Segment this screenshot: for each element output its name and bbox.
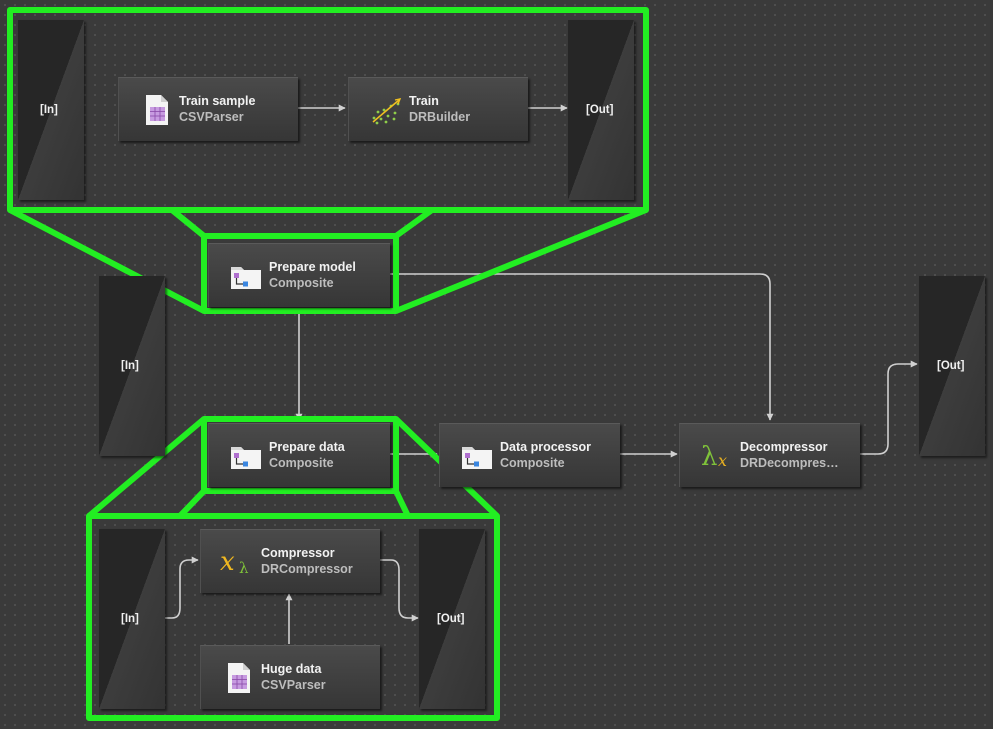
node-type: DRCompressor [261,562,353,576]
scatter-trend-icon [372,98,402,125]
folder-composite-icon [231,267,261,289]
svg-text:x: x [718,451,727,470]
prepare-model-highlight [201,233,399,314]
node-title: Prepare data [269,440,345,454]
bottom-out-port[interactable]: [Out] [419,529,485,709]
edge-in-to-compressor [162,556,199,619]
port-label: [Out] [437,613,465,625]
node-prepare-model[interactable]: Prepare model Composite [208,243,390,307]
top-zoom-connector-right-lower [394,207,648,314]
node-huge-data[interactable]: Huge data CSVParser [200,645,380,709]
lambda-x-icon: λ x [701,442,727,472]
port-label: [Out] [586,104,614,116]
main-in-port[interactable]: [In] [99,276,165,456]
node-train[interactable]: Train DRBuilder [348,77,528,141]
node-title: Decompressor [740,440,828,454]
svg-text:λ: λ [239,559,249,577]
svg-text:λ: λ [701,442,717,472]
prepare-data-highlight [201,416,399,494]
folder-composite-icon [462,447,492,469]
node-decompressor[interactable]: λ x Decompressor DRDecompressor [679,423,860,487]
bottom-zoom-connector-left-outer [87,416,206,519]
port-label: [Out] [937,360,965,372]
main-out-port[interactable]: [Out] [919,276,985,456]
bottom-zoom-connector-left [177,488,207,519]
node-title: Data processor [500,440,592,454]
top-zoom-connector-left [170,207,206,239]
edge-decompressor-to-out [860,360,918,455]
spreadsheet-icon [146,95,168,125]
node-type: Composite [500,456,565,470]
top-zoom-connector-right [394,207,434,239]
x-lambda-icon: x λ [220,547,249,577]
top-detail-frame [7,7,649,213]
edge-prepare-model-to-decompressor [390,273,774,421]
node-title: Huge data [261,662,322,676]
node-prepare-data[interactable]: Prepare data Composite [208,423,390,487]
spreadsheet-icon [228,663,250,693]
node-type: Composite [269,276,334,290]
bottom-zoom-connector-right [393,489,411,518]
node-type: Composite [269,456,334,470]
top-in-port[interactable]: [In] [18,20,84,200]
top-zoom-connector-left-lower [8,207,206,314]
node-title: Train sample [179,94,256,108]
node-type: CSVParser [261,678,326,692]
node-type: DRBuilder [409,110,471,124]
top-out-port[interactable]: [Out] [568,20,634,200]
node-title: Prepare model [269,260,356,274]
port-label: [In] [40,104,58,116]
edge-compressor-to-out [380,559,419,622]
node-type: CSVParser [179,110,244,124]
node-type: DRDecompressor [740,456,840,470]
folder-composite-icon [231,447,261,469]
node-title: Compressor [261,546,335,560]
svg-text:x: x [220,547,235,577]
port-label: [In] [121,360,139,372]
node-data-processor[interactable]: Data processor Composite [439,423,620,487]
bottom-in-port[interactable]: [In] [99,529,165,709]
node-compressor[interactable]: x λ Compressor DRCompressor [200,529,380,593]
node-train-sample[interactable]: Train sample CSVParser [118,77,298,141]
node-title: Train [409,94,439,108]
bottom-detail-frame [86,513,500,721]
port-label: [In] [121,613,139,625]
